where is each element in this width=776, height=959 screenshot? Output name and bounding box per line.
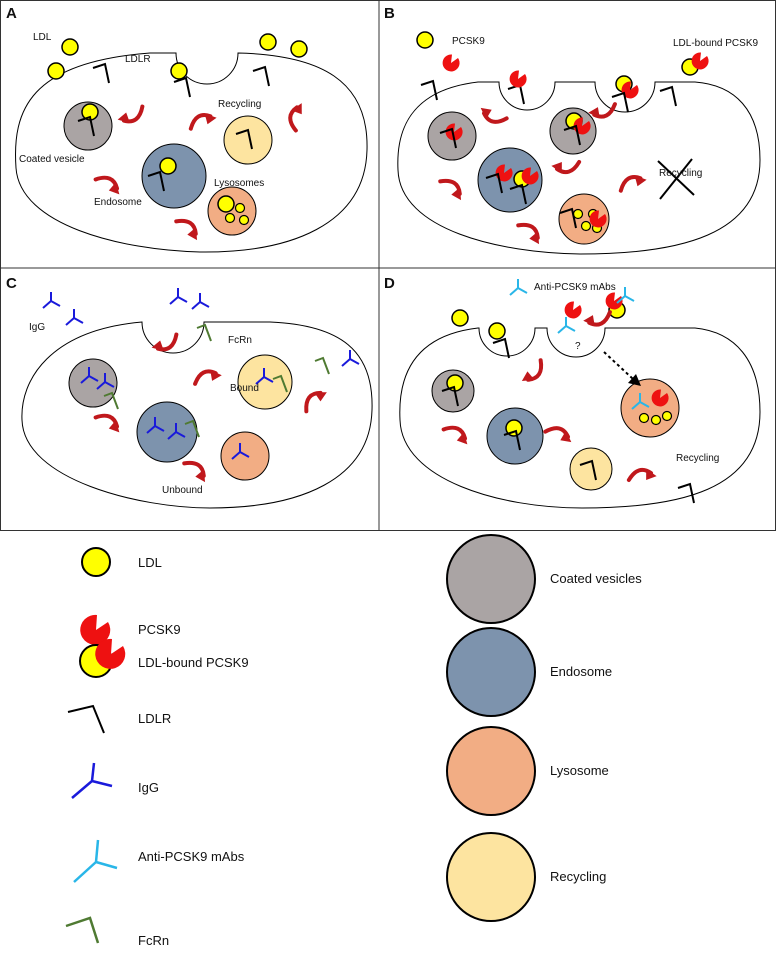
panel-d-cell-membrane	[399, 327, 761, 509]
ldl-icon	[259, 33, 277, 51]
legend-label-pcsk9: PCSK9	[138, 622, 181, 637]
pcsk9-icon	[442, 54, 460, 72]
ldl-icon	[61, 38, 79, 56]
label-fcrn: FcRn	[228, 335, 252, 346]
label-coated-vesicle: Coated vesicle	[19, 154, 85, 165]
legend-label-lysosome: Lysosome	[550, 763, 609, 778]
pcsk9-icon	[509, 70, 527, 88]
ldl-icon	[650, 414, 662, 426]
panel-b-cell-membrane	[397, 81, 761, 255]
endosome	[136, 401, 198, 463]
label-endosome: Endosome	[94, 197, 142, 208]
ldlr-icon	[67, 704, 105, 734]
igg-icon	[191, 292, 210, 310]
label-ldl: LDL	[33, 32, 52, 43]
lysosome	[620, 378, 680, 438]
recycling-vesicle	[237, 354, 293, 410]
legend-label-endosome: Endosome	[550, 664, 612, 679]
pcsk9-icon	[564, 301, 582, 319]
recycling-vesicle	[569, 447, 613, 491]
legend-label-recycling: Recycling	[550, 869, 606, 884]
legend-label-ldl-bound: LDL-bound PCSK9	[138, 655, 249, 670]
label-pcsk9: PCSK9	[452, 36, 485, 47]
label-mabs: Anti-PCSK9 mAbs	[534, 282, 616, 293]
arrow-icon	[580, 307, 615, 332]
panel-d-letter: D	[384, 275, 395, 292]
ldl-icon	[224, 212, 236, 224]
endosome	[477, 147, 543, 213]
ldl-icon	[638, 412, 650, 424]
panel-c: C IgG FcRn Bound Unbound	[6, 275, 373, 509]
label-ldlr: LDLR	[125, 54, 151, 65]
pcsk9-icon	[80, 614, 111, 645]
legend-recycling-swatch	[446, 832, 536, 922]
label-recycling-b: Recycling	[659, 168, 702, 179]
legend-endosome-swatch	[446, 627, 536, 717]
anti-pcsk9-mab-icon	[616, 286, 635, 304]
fcrn-icon	[65, 916, 100, 944]
igg-icon	[169, 287, 188, 305]
anti-pcsk9-mab-icon	[509, 278, 528, 296]
pcsk9-icon	[95, 638, 126, 669]
label-bound: Bound	[230, 383, 259, 394]
igg-icon	[42, 291, 61, 309]
recycling-vesicle	[223, 115, 273, 165]
legend-label-ldl: LDL	[138, 555, 162, 570]
ldl-icon	[238, 214, 250, 226]
label-ldl-bound: LDL-bound PCSK9	[673, 38, 758, 49]
legend-lysosome-swatch	[446, 726, 536, 816]
ldl-icon	[170, 62, 188, 80]
lysosome	[207, 186, 257, 236]
coated-vesicle	[63, 101, 113, 151]
igg-icon	[71, 762, 113, 799]
legend-label-fcrn: FcRn	[138, 933, 169, 948]
ldl-icon	[217, 195, 235, 213]
ldl-icon	[488, 322, 506, 340]
panel-a: A LDL LDLR Recycling Coated vesicle Endo…	[6, 5, 368, 253]
ldl-icon	[81, 547, 111, 577]
coated-vesicle	[68, 358, 118, 408]
label-recycling: Recycling	[218, 99, 261, 110]
ldlr-icon	[507, 84, 525, 105]
ldl-icon	[47, 62, 65, 80]
igg-icon	[65, 308, 84, 326]
endosome	[141, 143, 207, 209]
dotted-arrow-icon	[603, 351, 641, 386]
ldl-icon	[572, 208, 584, 220]
legend-coated-vesicles-swatch	[446, 534, 536, 624]
ldl-icon	[159, 157, 177, 175]
ldl-icon	[416, 31, 434, 49]
label-lysosomes: Lysosomes	[214, 178, 264, 189]
legend-label-mabs: Anti-PCSK9 mAbs	[138, 849, 245, 864]
anti-pcsk9-mab-icon	[557, 316, 576, 334]
panel-c-cell-membrane	[21, 321, 373, 509]
label-unbound: Unbound	[162, 485, 203, 496]
label-recycling-d: Recycling	[676, 453, 719, 464]
ldl-icon	[234, 202, 246, 214]
ldl-icon	[451, 309, 469, 327]
panel-a-letter: A	[6, 5, 17, 22]
anti-pcsk9-mab-icon	[73, 839, 118, 883]
panel-b: B PCSK9 LDL-bound PCSK9	[384, 5, 761, 255]
legend-label-coated-vesicles: Coated vesicles	[550, 571, 642, 586]
ldl-icon	[661, 410, 673, 422]
label-question: ?	[575, 341, 581, 352]
ldl-icon	[580, 220, 592, 232]
label-igg: IgG	[29, 322, 45, 333]
legend: LDL PCSK9 LDL-bound PCSK9 LDLR IgG Anti-…	[65, 534, 642, 948]
panel-b-letter: B	[384, 5, 395, 22]
lysosome	[220, 431, 270, 481]
legend-label-ldlr: LDLR	[138, 711, 171, 726]
panel-c-letter: C	[6, 275, 17, 292]
blocked-recycling-icon	[657, 158, 695, 200]
ldl-icon	[290, 40, 308, 58]
panel-d: D Anti-PCSK9 mAbs ? Recycling	[384, 275, 761, 509]
pcsk9-icon	[691, 52, 709, 70]
legend-label-igg: IgG	[138, 780, 159, 795]
coated-vesicle	[549, 107, 597, 155]
